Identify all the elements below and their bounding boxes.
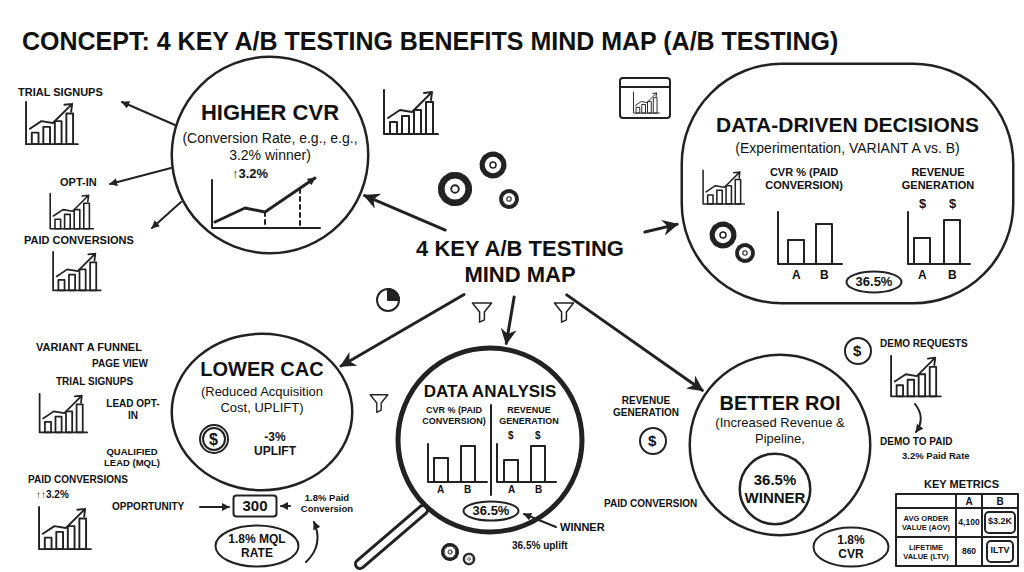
outline-ellipse <box>172 334 353 491</box>
winner-circle: 36.5% WINNER <box>738 452 812 526</box>
node-heading: 300 <box>232 497 278 515</box>
text-label: DEMO REQUESTS <box>880 338 968 350</box>
text-label: ↑3.2% <box>232 166 268 182</box>
node-heading: 36.5% <box>462 503 520 519</box>
text-label: AVG ORDER VALUE (AOV) <box>898 514 954 532</box>
text-label: CVR % (PAID CONVERSION) <box>419 405 489 427</box>
outline-ellipse <box>172 57 369 254</box>
connector-arrow <box>341 295 464 367</box>
text-label: LEAD OPT-IN <box>106 398 160 422</box>
node-heading: 36.5% WINNER <box>743 471 807 507</box>
text-label: ↑↑3.2% <box>36 489 69 501</box>
rate-circle: 1.8% MQL RATE <box>214 524 300 568</box>
text-label: A <box>918 268 927 282</box>
text-label: 3.2% Paid Rate <box>902 450 970 461</box>
text-label: 860 <box>956 546 982 556</box>
text-label: 4,100 <box>956 517 982 527</box>
text-label: REVENUE GENERATION <box>494 405 564 427</box>
outline-ellipse <box>398 348 582 532</box>
text-label: WINNER <box>560 521 605 534</box>
text-label: $ <box>209 430 218 449</box>
text-label: KEY METRICS <box>924 478 999 491</box>
diagram-title: CONCEPT: 4 KEY A/B TESTING BENEFITS MIND… <box>22 26 838 56</box>
text-label: B <box>948 268 957 282</box>
hub-label: 4 KEY A/B TESTING MIND MAP <box>400 232 640 292</box>
text-label: VARIANT A FUNNEL <box>36 341 142 354</box>
text-label: OPT-IN <box>60 176 97 189</box>
text-label: PAID CONVERSION <box>604 498 697 510</box>
node-heading: BETTER ROI <box>688 391 872 415</box>
node-heading: DATA-DRIVEN DECISIONS <box>680 112 1015 137</box>
text-label: B <box>535 484 542 496</box>
text-label: $ <box>919 196 926 212</box>
connector-arrow <box>567 295 703 390</box>
node-heading: 1.8% CVR <box>825 533 877 562</box>
node-text: (Reduced Acquisition Cost, UPLIFT) <box>184 384 340 415</box>
result-oval: 36.5% <box>462 500 520 522</box>
text-label: A <box>956 496 982 508</box>
text-label: A <box>508 484 515 496</box>
text-label: 36.5% uplift <box>512 540 568 552</box>
node-outline <box>680 62 1015 305</box>
text-label: $ <box>535 430 541 442</box>
connector-arrow <box>506 297 514 343</box>
node-heading: HIGHER CVR <box>170 100 370 126</box>
benefit-panel: DATA-DRIVEN DECISIONS (Experimentation, V… <box>680 62 1015 305</box>
node-text: (Conversion Rate, e.g., e.g., 3.2% winne… <box>180 130 360 164</box>
benefit-circle: HIGHER CVR (Conversion Rate, e.g., e.g., … <box>170 55 370 255</box>
benefit-circle: LOWER CAC (Reduced Acquisition Cost, UPLI… <box>170 332 354 492</box>
node-text: (Experimentation, VARIANT A vs. B) <box>700 140 995 157</box>
text-label: LIFETIME VALUE (LTV) <box>898 543 954 561</box>
outline-rounded <box>682 64 1014 304</box>
connector-arrow <box>645 224 677 232</box>
outline-ellipse <box>690 355 871 536</box>
benefit-circle: BETTER ROI(Increased Revenue & Pipeline,… <box>688 353 872 537</box>
text-label: REVENUE GENERATION <box>893 166 983 192</box>
text-label: A <box>437 484 444 496</box>
text-label: B <box>820 268 829 282</box>
outline-ellipse <box>740 454 811 525</box>
text-label: ILTV <box>982 545 1018 556</box>
text-label: $ <box>949 196 956 212</box>
text-label: B <box>982 496 1018 508</box>
text-label: -3% UPLIFT <box>244 430 306 459</box>
node-heading: DATA ANALYSIS <box>395 382 585 402</box>
text-label: 1.8% Paid Conversion <box>292 492 362 515</box>
text-label: PAGE VIEW <box>92 358 148 370</box>
outline-ellipse <box>216 526 299 567</box>
text-label: PAID CONVERSIONS <box>28 474 128 486</box>
magnifier-lens: DATA ANALYSIS 36.5% <box>395 345 585 535</box>
text-label: $ <box>853 342 861 360</box>
text-label: TRIAL SIGNUPS <box>56 376 133 388</box>
text-label: CVR % (PAID CONVERSION) <box>760 166 848 192</box>
text-label: $ <box>648 432 656 450</box>
text-label: A <box>792 268 801 282</box>
outline-ellipse <box>814 528 889 567</box>
node-text: (Increased Revenue & Pipeline, <box>695 415 865 446</box>
text-label: B <box>464 484 471 496</box>
text-label: $3.2K <box>982 516 1018 527</box>
result-oval: 36.5% <box>845 270 903 294</box>
text-label: PAID CONVERSIONS <box>24 234 134 247</box>
text-label: QUALIFIED LEAD (MQL) <box>96 446 168 469</box>
text-label: TRIAL SIGNUPS <box>18 86 103 99</box>
text-label: OPPORTUNITY <box>112 501 184 513</box>
node-heading: 36.5% <box>845 274 903 290</box>
node-heading: 4 KEY A/B TESTING MIND MAP <box>400 236 640 289</box>
rate-circle: 1.8% CVR <box>812 526 890 568</box>
node-heading: LOWER CAC <box>170 357 354 381</box>
text-label: REVENUE GENERATION <box>610 395 682 419</box>
text-label: $ <box>508 430 514 442</box>
connector-arrow <box>365 196 446 231</box>
count-box: 300 <box>232 494 278 518</box>
node-heading: 1.8% MQL RATE <box>222 532 292 561</box>
text-label: DEMO TO PAID <box>880 436 952 448</box>
